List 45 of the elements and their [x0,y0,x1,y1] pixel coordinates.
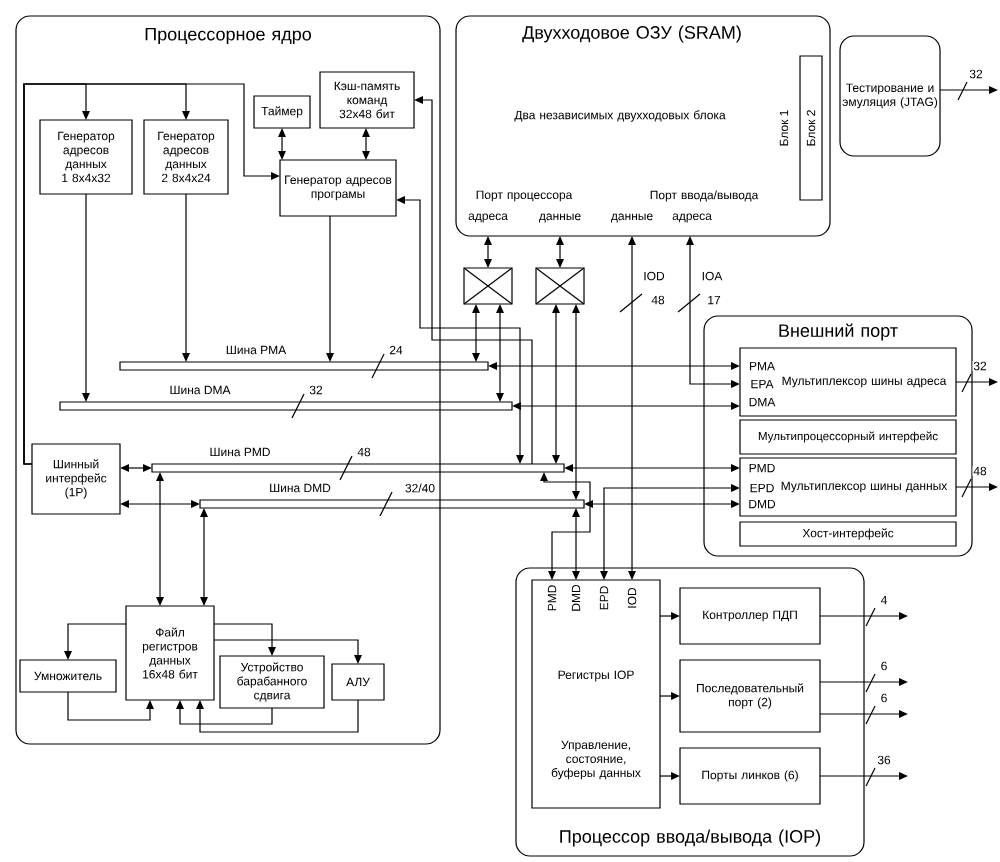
arrow [584,500,740,508]
arrow [362,128,370,160]
arrow [23,83,280,465]
arrow [939,86,998,94]
arrow [540,472,591,580]
arrow [488,362,740,370]
arrow [278,128,286,160]
arrow [120,500,200,508]
crossbar-switch [535,267,585,305]
arrow [213,639,362,664]
arrow [600,484,740,580]
arrow [484,236,492,268]
arrow [396,196,524,464]
arrow [659,692,680,700]
arrow [552,304,560,464]
arrow [200,508,208,606]
arrow [156,472,164,606]
arrow [819,772,908,780]
arrow [326,215,334,362]
arrow [819,710,908,718]
arrow [67,691,154,721]
arrow [120,464,152,472]
arrow [64,623,127,660]
arrow [659,612,680,620]
arrow [628,236,636,580]
arrow [414,96,533,465]
arrow [955,483,998,491]
arrow [472,304,480,362]
arrow [659,772,680,780]
arrow [213,623,276,656]
arrow [564,464,740,472]
arrow [819,612,908,620]
arrow [686,236,740,388]
arrow [955,378,998,386]
arrow [182,193,190,362]
arrow [572,304,580,500]
crossbar-switch [463,267,513,305]
arrow [572,508,580,580]
arrow [176,700,273,725]
arrow [82,193,90,402]
arrow [496,304,504,402]
arrow [819,678,908,686]
arrow [556,236,564,268]
arrow [512,402,740,410]
arrow [196,699,359,733]
